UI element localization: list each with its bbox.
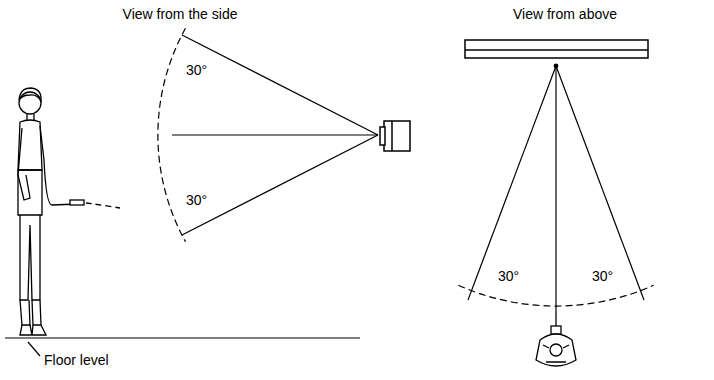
receiver-side (380, 121, 410, 151)
angle-label: 30° (498, 268, 519, 284)
angle-label: 30° (592, 268, 613, 284)
receiver-top (465, 40, 648, 58)
side-fan (158, 28, 378, 241)
angle-label: 30° (186, 62, 207, 78)
leader-line (28, 342, 40, 356)
view-title: View from the side (123, 6, 238, 22)
top-fan (458, 64, 653, 312)
person-figure (18, 88, 120, 335)
angle-label: 30° (186, 192, 207, 208)
floor-line (5, 337, 360, 338)
floor-label: Floor level (44, 352, 109, 368)
view-title: View from above (513, 6, 617, 22)
remote-top (536, 312, 576, 366)
